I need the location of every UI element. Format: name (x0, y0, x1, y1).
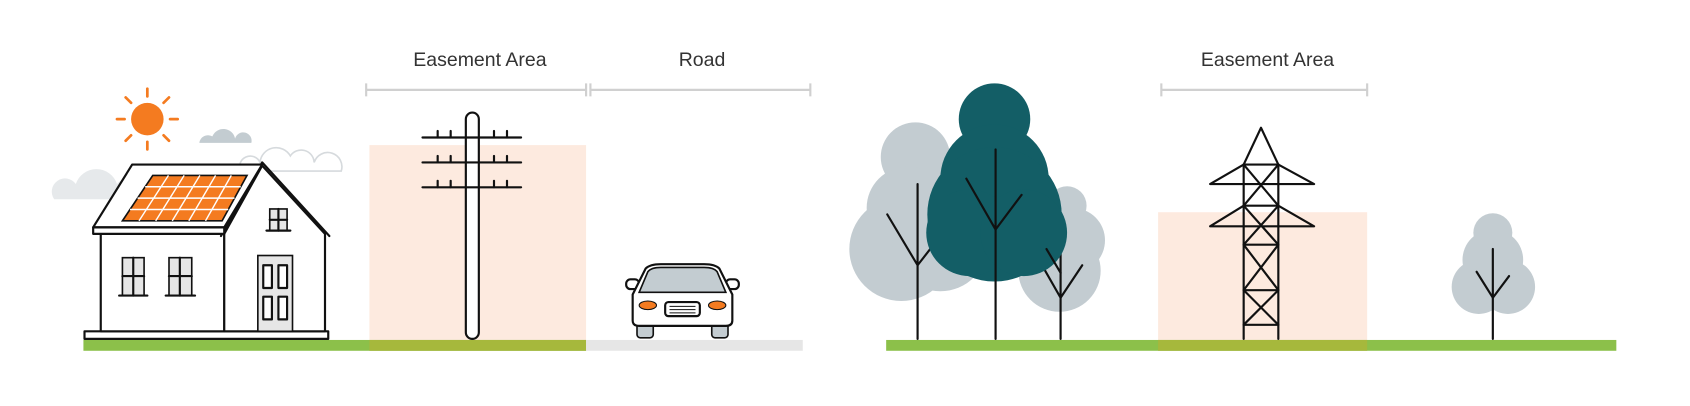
door-icon (257, 254, 294, 333)
bracket-road (589, 83, 812, 97)
easement-zone-right (1158, 212, 1368, 340)
car-illustration (625, 263, 740, 339)
bracket-easement-left (365, 83, 588, 97)
tree-dark (926, 83, 1068, 340)
bracket-easement-right (1160, 83, 1369, 97)
grass-left (83, 339, 587, 351)
solar-panel-icon (120, 174, 249, 222)
window-icon (164, 256, 197, 297)
window-icon (265, 207, 292, 232)
house-illustration (83, 161, 331, 340)
tree-grey-small (1451, 213, 1536, 340)
label-easement-left: Easement Area (413, 49, 546, 71)
sun-icon (115, 87, 180, 151)
grass-easement-right (1158, 339, 1368, 351)
window-icon (118, 256, 149, 297)
road-surface (586, 339, 803, 351)
grass-easement-left (369, 339, 587, 351)
label-road: Road (679, 49, 726, 71)
cloud-outline-icon (238, 146, 343, 172)
label-easement-right: Easement Area (1201, 49, 1334, 71)
utility-pole-illustration (421, 111, 523, 340)
cloud-icon (199, 128, 252, 143)
transmission-tower-illustration (1209, 126, 1316, 340)
